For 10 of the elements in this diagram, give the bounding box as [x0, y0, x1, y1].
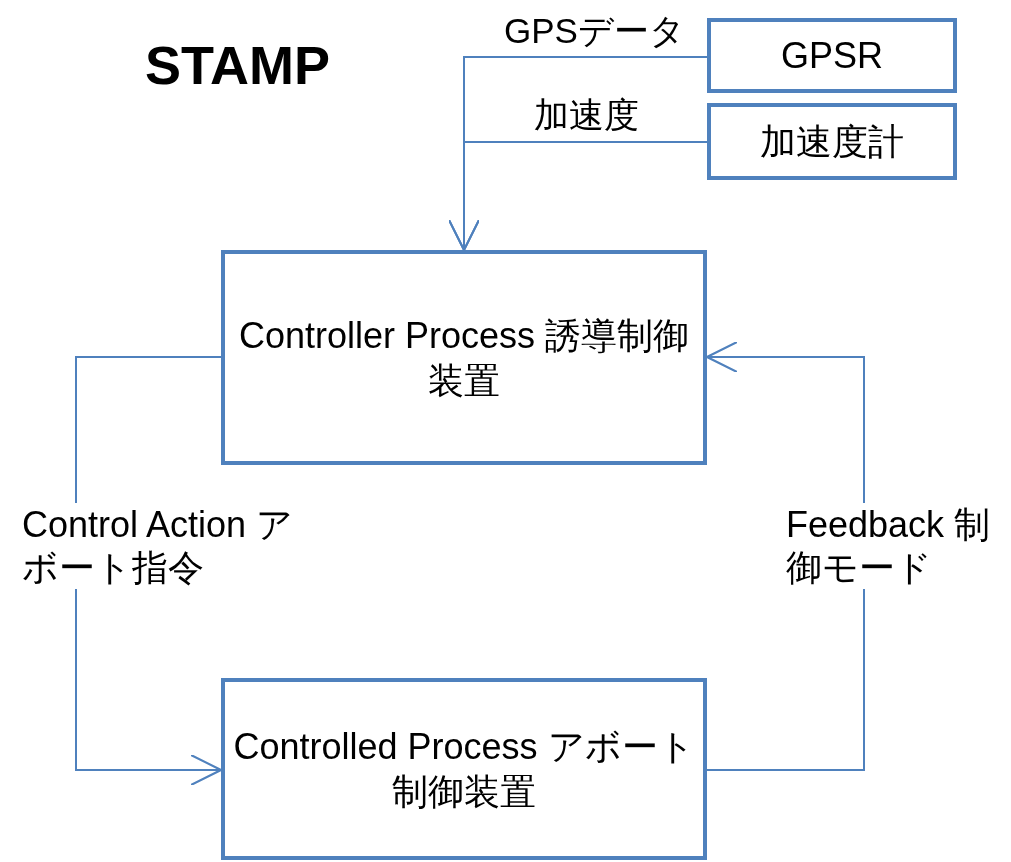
diagram-title: STAMP: [145, 38, 330, 92]
box-label: Controller Process 誘導制御装置: [237, 313, 691, 403]
box-label: GPSR: [781, 34, 883, 78]
box-label: 加速度計: [760, 120, 904, 164]
process-box: [221, 678, 707, 860]
box-label: Controlled Process アボート制御装置: [233, 725, 695, 814]
process-box: [707, 103, 957, 180]
process-box: [707, 18, 957, 93]
arrow: [447, 141, 708, 252]
process-box: [221, 250, 707, 465]
